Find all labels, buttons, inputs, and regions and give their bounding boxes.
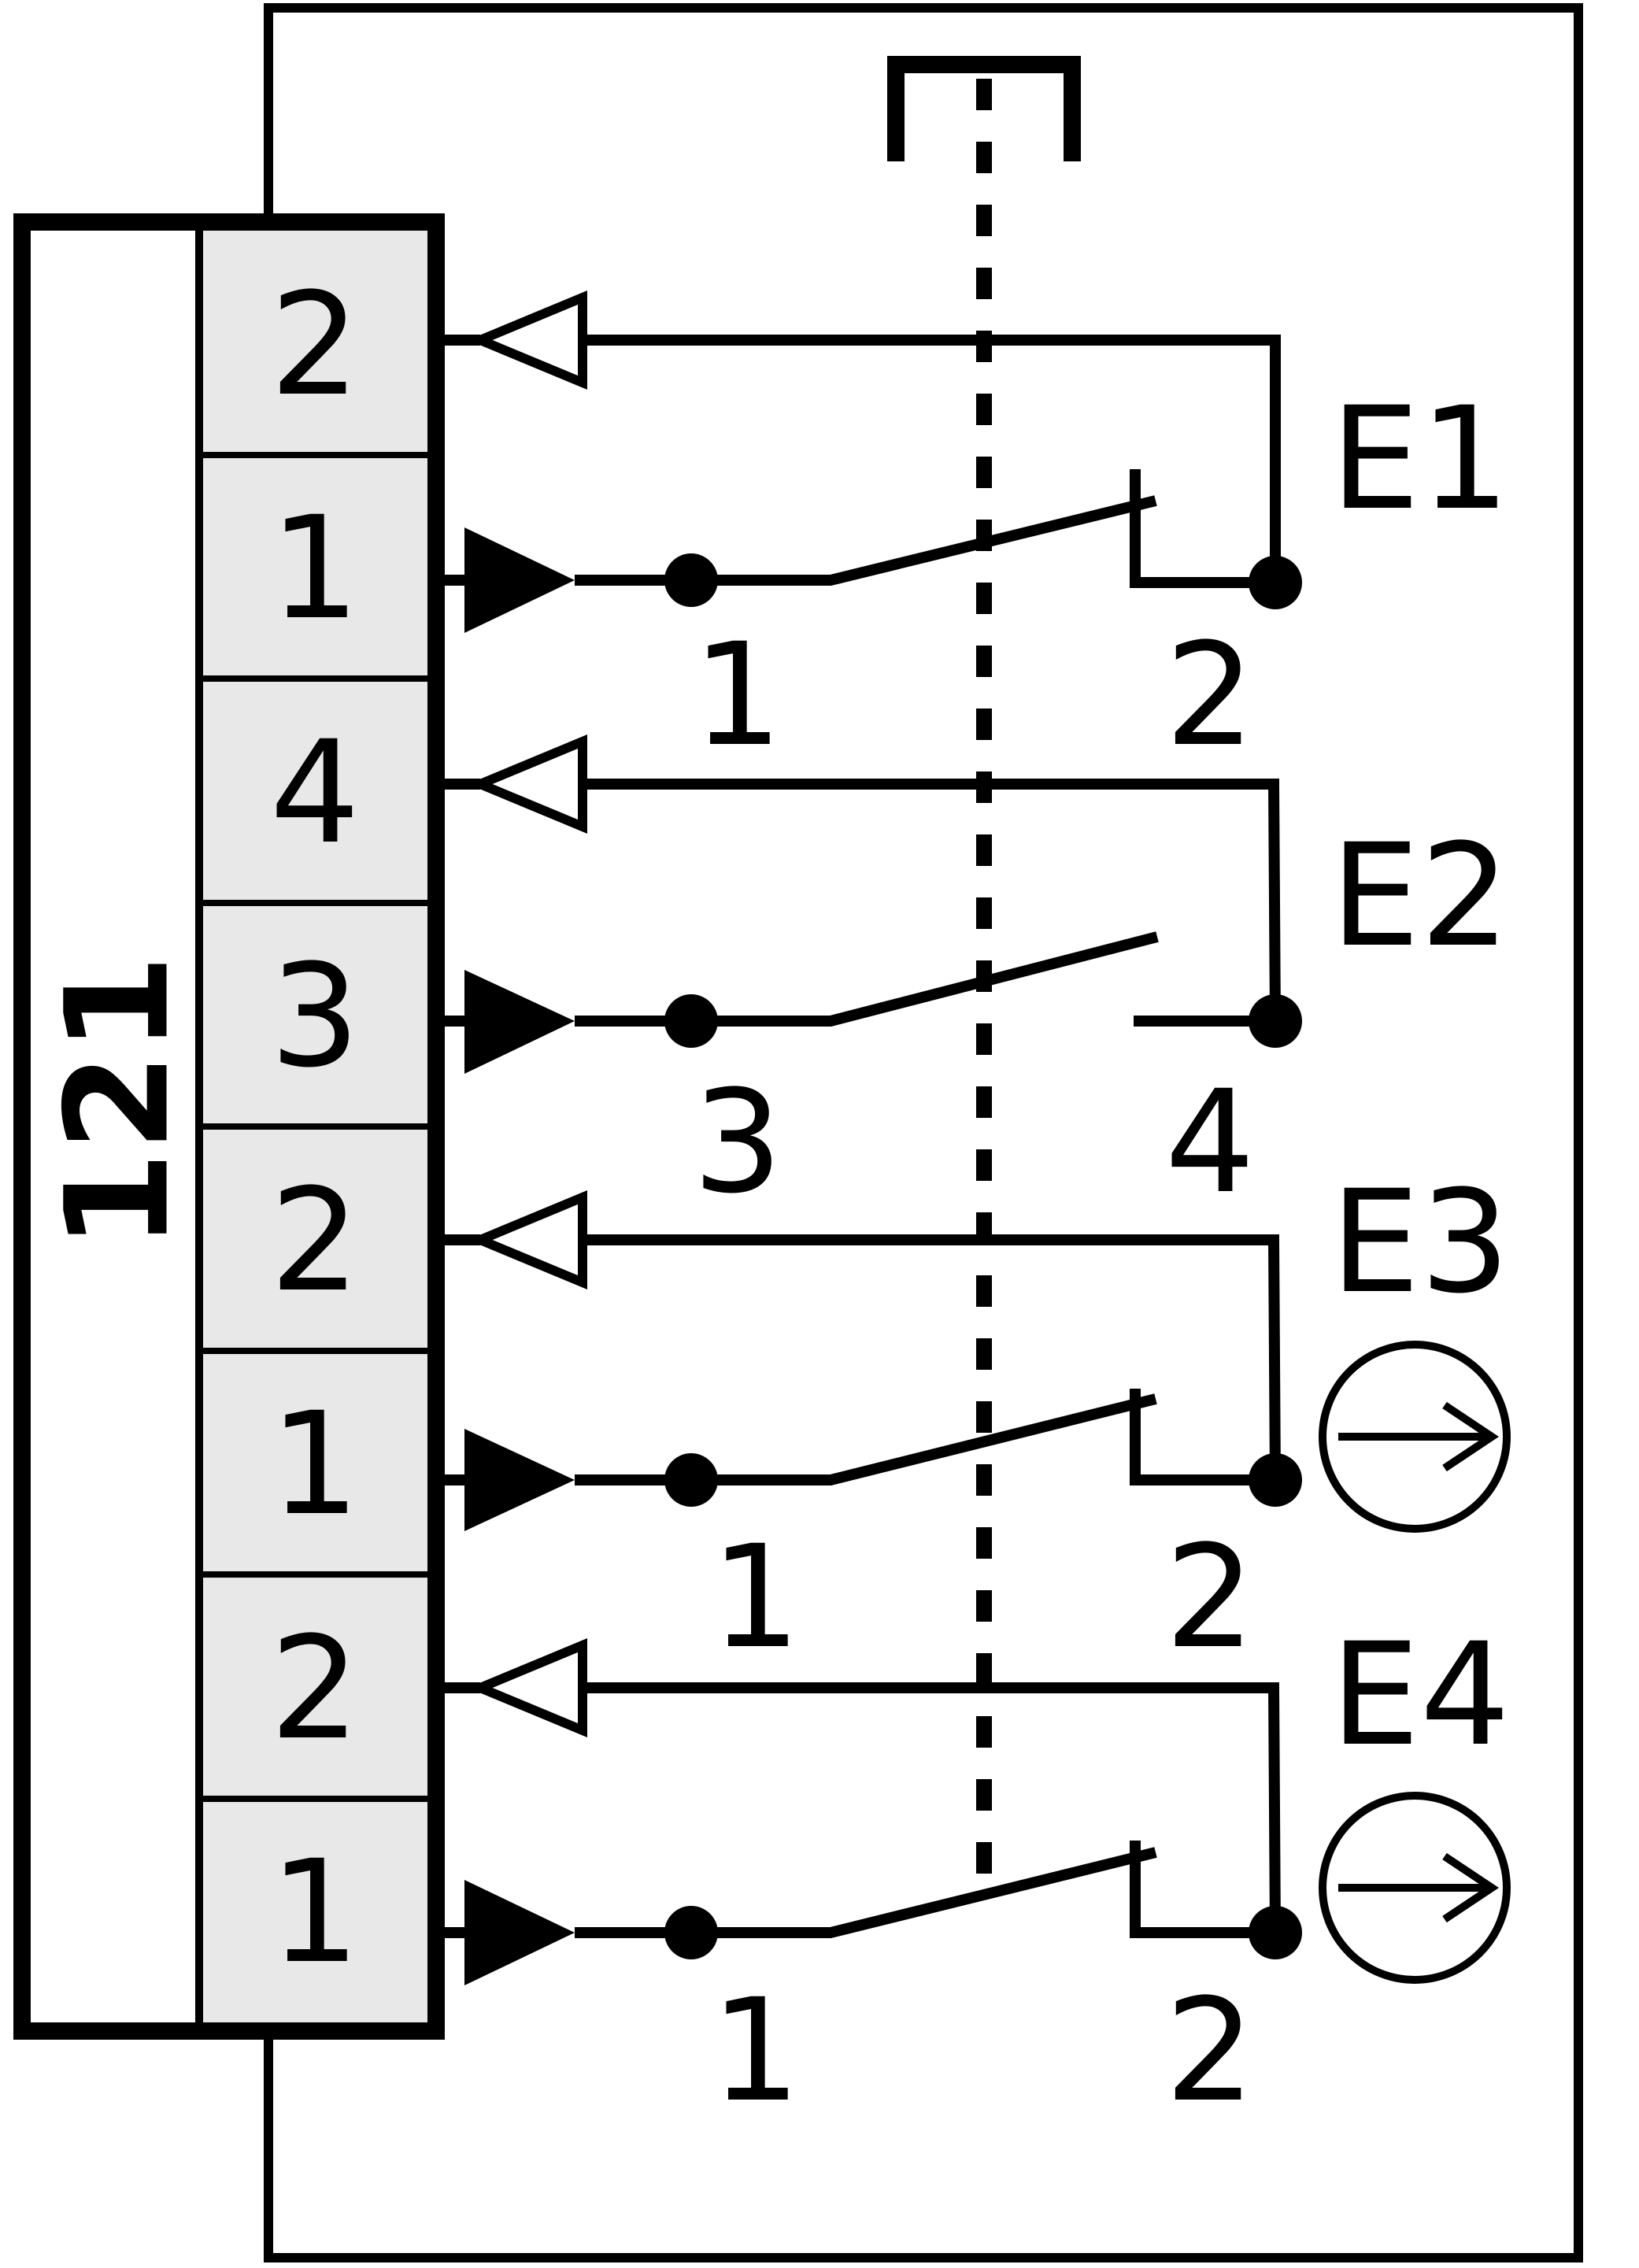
pin-label: 2 [270, 263, 361, 427]
contact-e4: E4 1 2 [436, 1613, 1511, 2133]
open-arrow-icon [468, 734, 587, 834]
positive-opening-icon [1319, 1792, 1511, 1984]
contact-e1: E1 1 2 [436, 290, 1510, 778]
filled-arrow-icon [464, 1880, 575, 1985]
terminal-label: 1 [711, 1969, 801, 2133]
nc-contact [1130, 1841, 1275, 1938]
contact-label: E4 [1330, 1613, 1510, 1778]
terminal-label: 2 [1165, 1515, 1256, 1680]
pin-labels: 2 1 4 3 2 1 2 1 [270, 263, 361, 1995]
contact-label: E3 [1330, 1160, 1510, 1325]
connector-label: 121 [36, 954, 201, 1250]
pin-separators [199, 452, 427, 1802]
return-wire [583, 335, 1281, 583]
open-arrow-icon [468, 1190, 587, 1289]
pin-label: 4 [270, 711, 361, 875]
return-wire [583, 779, 1281, 1022]
filled-arrow-icon [464, 1429, 575, 1531]
terminal-label: 3 [693, 1060, 783, 1225]
pin-label: 1 [270, 487, 361, 651]
nc-contact [1130, 469, 1275, 588]
filled-arrow-icon [464, 970, 575, 1074]
terminal-dot [1249, 994, 1302, 1048]
pin-label: 2 [270, 1159, 361, 1323]
filled-arrow-icon [464, 527, 575, 633]
switch-blade [691, 1847, 1157, 1938]
return-wire [583, 1682, 1281, 1933]
pin-label: 3 [270, 934, 361, 1099]
contact-e3: E3 1 2 [436, 1160, 1511, 1680]
actuator-bracket [887, 56, 1081, 161]
open-arrow-icon [468, 1638, 587, 1737]
pin-label: 1 [270, 1830, 361, 1995]
terminal-label: 1 [711, 1515, 801, 1680]
contact-e2: E2 3 4 [436, 734, 1510, 1225]
pin-label: 2 [270, 1607, 361, 1771]
terminal-label: 2 [1165, 1969, 1256, 2133]
contact-label: E1 [1330, 377, 1510, 542]
terminal-dot [1249, 1453, 1302, 1507]
switch-blade [691, 1393, 1157, 1485]
switch-blade [691, 931, 1159, 1027]
terminal-dot [1249, 1906, 1302, 1959]
terminal-label: 2 [1165, 613, 1256, 778]
pin-label: 1 [270, 1382, 361, 1547]
open-arrow-icon [468, 290, 587, 390]
return-wire [583, 1234, 1281, 1481]
terminal-dot [1249, 556, 1302, 609]
terminal-label: 1 [693, 613, 783, 778]
nc-contact [1130, 1389, 1275, 1485]
terminal-label: 4 [1165, 1060, 1256, 1225]
positive-opening-icon [1319, 1341, 1511, 1533]
contact-label: E2 [1330, 814, 1510, 979]
switch-blade [691, 495, 1157, 586]
